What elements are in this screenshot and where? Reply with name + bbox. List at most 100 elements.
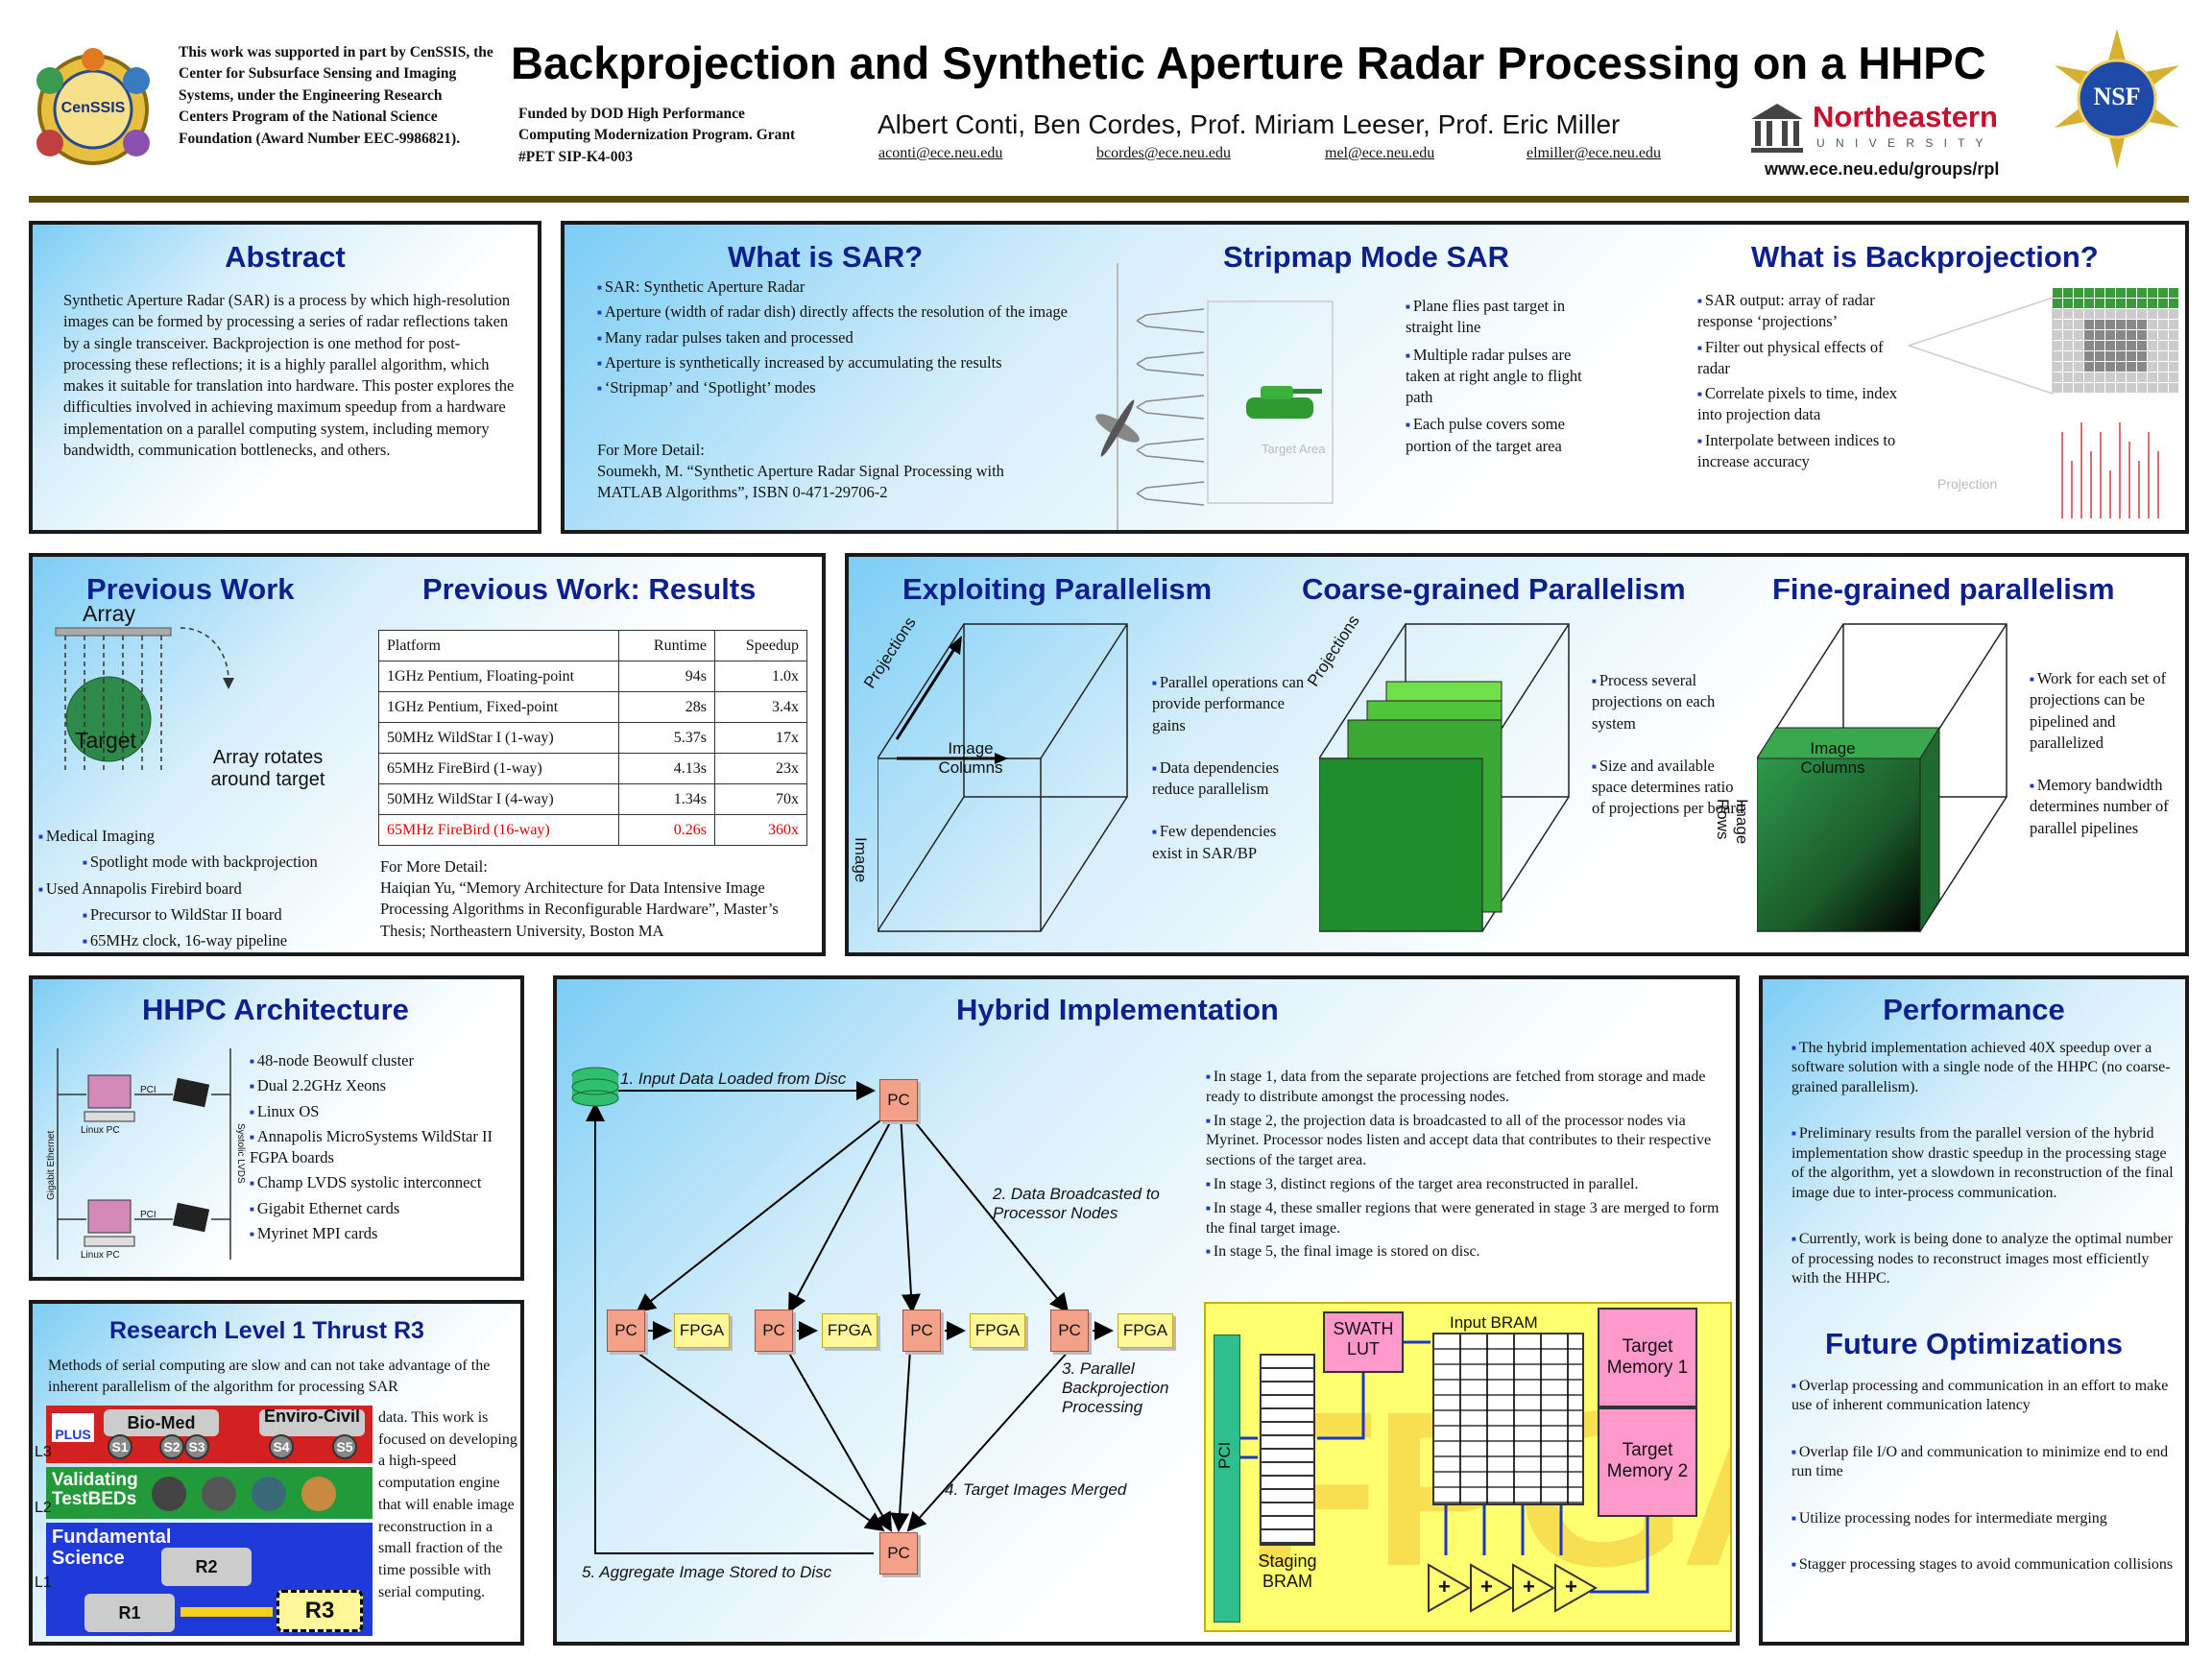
coarse-cube <box>1319 623 1570 932</box>
s3-badge: S3 <box>184 1434 209 1459</box>
cell-platform: 65MHz FireBird (16-way) <box>378 814 619 846</box>
step3-caption: 3. Parallel Backprojection Processing <box>1062 1359 1169 1416</box>
hhpc-bullet: Linux OS <box>250 1101 520 1122</box>
performance-panel: Performance The hybrid implementation ac… <box>1759 975 2189 1646</box>
coarse-title: Coarse-grained Parallelism <box>1302 572 1686 606</box>
research-panel: Research Level 1 Thrust R3 Methods of se… <box>29 1300 524 1646</box>
research-title: Research Level 1 Thrust R3 <box>109 1317 424 1344</box>
step1-caption: 1. Input Data Loaded from Disc <box>620 1070 847 1088</box>
cell-runtime: 4.13s <box>618 753 715 784</box>
performance-bullet: Preliminary results from the parallel ve… <box>1791 1124 2176 1203</box>
email-leeser[interactable]: mel@ece.neu.edu <box>1325 145 1435 161</box>
future-bullet: Stagger processing stages to avoid commu… <box>1791 1555 2176 1575</box>
pc-node-3: PC <box>902 1310 941 1352</box>
s2-badge: S2 <box>159 1434 184 1459</box>
adder-3: + <box>1523 1575 1535 1599</box>
email-cordes[interactable]: bcordes@ece.neu.edu <box>1096 145 1231 161</box>
sar-bullet: Aperture (width of radar dish) directly … <box>597 301 1068 323</box>
prev-work-bullet: Used Annapolis Firebird board <box>38 878 374 900</box>
performance-bullets: The hybrid implementation achieved 40X s… <box>1791 1039 2176 1297</box>
censsis-logo-text: CenSSIS <box>60 100 126 116</box>
input-bram-label: Input BRAM <box>1450 1313 1538 1332</box>
hhpc-diagram <box>57 1048 231 1260</box>
stripmap-bullet: Each pulse covers some portion of the ta… <box>1406 414 1607 457</box>
hhpc-bullet: Champ LVDS systolic interconnect <box>250 1172 520 1193</box>
hhpc-bullet: Dual 2.2GHz Xeons <box>250 1075 520 1096</box>
exploit-bullets: Parallel operations can provide performa… <box>1152 672 1306 872</box>
building-icon <box>1751 104 1803 153</box>
disc-icon <box>571 1067 619 1107</box>
cell-speedup: 70x <box>714 783 807 815</box>
sar-bullet: Aperture is synthetically increased by a… <box>597 352 1068 373</box>
sar-detail-heading: For More Detail: <box>597 441 705 459</box>
nsf-logo-text: NSF <box>2093 83 2141 110</box>
hhpc-title: HHPC Architecture <box>142 993 409 1026</box>
enviro-label: Enviro-Civil <box>259 1409 365 1436</box>
authors: Albert Conti, Ben Cordes, Prof. Miriam L… <box>878 109 1621 139</box>
prev-work-bullet: Spotlight mode with backprojection <box>38 852 374 873</box>
cell-speedup: 3.4x <box>714 691 807 723</box>
cell-platform: 1GHz Pentium, Fixed-point <box>378 691 619 723</box>
step5-caption: 5. Aggregate Image Stored to Disc <box>582 1563 832 1581</box>
pc-node-4: PC <box>1050 1310 1089 1352</box>
stripmap-bullet: Plane flies past target in straight line <box>1406 296 1607 339</box>
backprojection-bullet: Interpolate between indices to increase … <box>1697 430 1899 473</box>
plane-icon <box>1095 399 1140 457</box>
cell-runtime: 94s <box>618 661 715 692</box>
abstract-title: Abstract <box>225 240 346 274</box>
sar-bullet: SAR: Synthetic Aperture Radar <box>597 276 1068 298</box>
fine-columns-label: Image Columns <box>1800 739 1865 777</box>
performance-bullet: The hybrid implementation achieved 40X s… <box>1791 1039 2176 1097</box>
abstract-panel: Abstract Synthetic Aperture Radar (SAR) … <box>29 221 541 534</box>
nsf-logo: NSF <box>2045 27 2189 171</box>
exploit-bullet: Parallel operations can provide performa… <box>1152 672 1306 736</box>
header-divider <box>29 196 2189 203</box>
pc-node-merge: PC <box>879 1532 918 1575</box>
array-label: Array <box>83 601 135 626</box>
systolic-label: Systolic LVDS <box>235 1123 246 1184</box>
fpga-node-4: FPGA <box>1118 1313 1173 1348</box>
nu-name: Northeastern <box>1813 100 1998 133</box>
r2-box: R2 <box>161 1548 252 1586</box>
cell-speedup: 1.0x <box>714 661 807 692</box>
stripmap-bullets: Plane flies past target in straight line… <box>1406 296 1607 463</box>
backprojection-diagram <box>1909 288 2178 518</box>
sar-bullets: SAR: Synthetic Aperture Radar Aperture (… <box>597 276 1068 402</box>
hhpc-bullet: Annapolis MicroSystems WildStar II FGPA … <box>250 1126 520 1169</box>
fine-bullets: Work for each set of projections can be … <box>2030 668 2183 847</box>
cell-speedup: 23x <box>714 753 807 784</box>
fpga-card-icon <box>172 1202 210 1233</box>
linux-pc-label-2: Linux PC <box>81 1250 120 1261</box>
fpga-node-1: FPGA <box>674 1313 730 1348</box>
future-title: Future Optimizations <box>1825 1327 2123 1360</box>
stripmap-title: Stripmap Mode SAR <box>1223 240 1509 274</box>
group-url[interactable]: www.ece.neu.edu/groups/rpl <box>1765 159 2000 179</box>
exploit-bullet: Data dependencies reduce parallelism <box>1152 757 1306 801</box>
coarse-bullet: Process several projections on each syst… <box>1592 670 1745 734</box>
email-miller[interactable]: elmiller@ece.neu.edu <box>1527 145 1661 161</box>
level-l3: L3 <box>35 1444 52 1460</box>
hybrid-flow-diagram <box>571 1067 1114 1554</box>
target-label: Target <box>75 728 136 753</box>
coarse-bullets: Process several projections on each syst… <box>1592 670 1745 828</box>
adder-chain: + + + + <box>1427 1561 1619 1615</box>
email-conti[interactable]: aconti@ece.neu.edu <box>878 145 1003 161</box>
nu-sub: U N I V E R S I T Y <box>1816 136 1987 150</box>
pci-bar <box>1214 1334 1240 1623</box>
fundamental-label: Fundamental Science <box>52 1527 172 1569</box>
fpga-arrows <box>1240 1340 1649 1594</box>
input-bram <box>1432 1333 1584 1505</box>
fine-bullet: Memory bandwidth determines number of pa… <box>2030 775 2183 839</box>
cell-runtime: 28s <box>618 691 715 723</box>
sar-title: What is SAR? <box>728 240 924 274</box>
exploit-cube <box>878 623 1128 932</box>
poster-title: Backprojection and Synthetic Aperture Ra… <box>511 37 1986 88</box>
tank-icon <box>1246 386 1322 419</box>
computer-icon <box>84 1074 135 1122</box>
adder-4: + <box>1565 1575 1577 1599</box>
northeastern-logo: Northeastern U N I V E R S I T Y <box>1749 100 2028 157</box>
sar-panel: What is SAR? SAR: Synthetic Aperture Rad… <box>561 221 2189 534</box>
